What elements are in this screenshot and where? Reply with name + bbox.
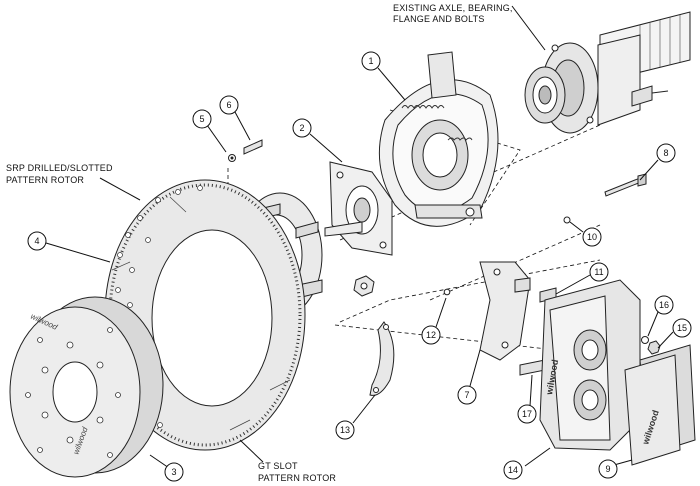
axle-assembly [524, 11, 691, 134]
svg-text:15: 15 [677, 323, 687, 333]
callout-4: 4 [27, 231, 47, 251]
gt-label-line2: PATTERN ROTOR [258, 473, 336, 483]
callout-5: 5 [192, 109, 212, 129]
washer-10 [563, 216, 571, 224]
nut-15 [647, 340, 661, 355]
callout-17: 17 [517, 404, 537, 424]
srp-label-line1: SRP DRILLED/SLOTTED [6, 163, 113, 173]
callout-16: 16 [654, 295, 674, 315]
callout-12: 12 [421, 325, 441, 345]
stud-17 [519, 359, 546, 376]
svg-text:1: 1 [368, 56, 373, 66]
svg-text:6: 6 [226, 100, 231, 110]
text-labels: EXISTING AXLE, BEARING, FLANGE AND BOLTS… [6, 3, 513, 483]
washer-12 [443, 288, 451, 296]
svg-text:14: 14 [508, 465, 518, 475]
callout-14: 14 [503, 460, 523, 480]
svg-text:13: 13 [340, 425, 350, 435]
leader-lines [45, 5, 674, 471]
svg-text:16: 16 [659, 300, 669, 310]
svg-text:10: 10 [587, 232, 597, 242]
callout-2: 2 [292, 118, 312, 138]
brake-drum: wilwood wilwood [9, 296, 164, 478]
svg-text:12: 12 [426, 330, 436, 340]
callout-11: 11 [589, 262, 609, 282]
svg-text:8: 8 [663, 148, 668, 158]
bracket-arm [369, 321, 395, 396]
callout-10: 10 [582, 227, 602, 247]
svg-text:9: 9 [605, 464, 610, 474]
caliper: wilwood [539, 279, 641, 451]
callout-13: 13 [335, 420, 355, 440]
washer-16 [641, 336, 649, 344]
svg-text:5: 5 [199, 114, 204, 124]
callout-3: 3 [164, 462, 184, 482]
svg-text:2: 2 [299, 123, 304, 133]
callout-6: 6 [219, 95, 239, 115]
srp-label-line2: PATTERN ROTOR [6, 175, 84, 185]
brake-pads: wilwood [624, 344, 696, 466]
axle-label-line2: FLANGE AND BOLTS [393, 14, 485, 24]
callout-15: 15 [672, 318, 692, 338]
callout-7: 7 [457, 385, 477, 405]
svg-text:17: 17 [522, 409, 532, 419]
svg-text:7: 7 [464, 390, 469, 400]
svg-text:11: 11 [594, 267, 603, 277]
gt-label-line1: GT SLOT [258, 461, 298, 471]
callout-8: 8 [656, 143, 676, 163]
mounting-bracket [324, 161, 393, 297]
axle-label-line1: EXISTING AXLE, BEARING, [393, 3, 513, 13]
callout-1: 1 [361, 51, 381, 71]
svg-text:3: 3 [171, 467, 176, 477]
bolt-and-washer [228, 139, 263, 162]
long-bolt [604, 173, 647, 197]
caliper-bracket [479, 261, 531, 361]
callouts: 1 2 3 4 5 6 7 8 9 10 11 12 13 14 15 16 1… [27, 51, 692, 482]
parking-brake-assembly [378, 51, 499, 227]
svg-text:4: 4 [34, 236, 39, 246]
callout-9: 9 [598, 459, 618, 479]
